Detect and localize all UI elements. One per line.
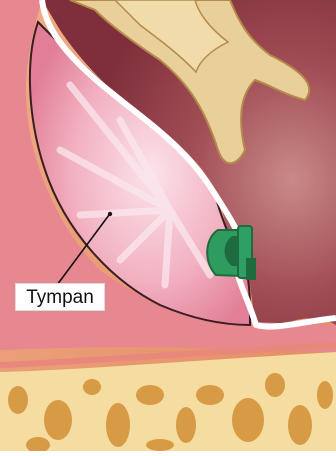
tympanostomy-tube-icon xyxy=(207,226,256,280)
tympan-label-text: Tympan xyxy=(26,288,94,307)
tympan-label: Tympan xyxy=(15,283,105,311)
